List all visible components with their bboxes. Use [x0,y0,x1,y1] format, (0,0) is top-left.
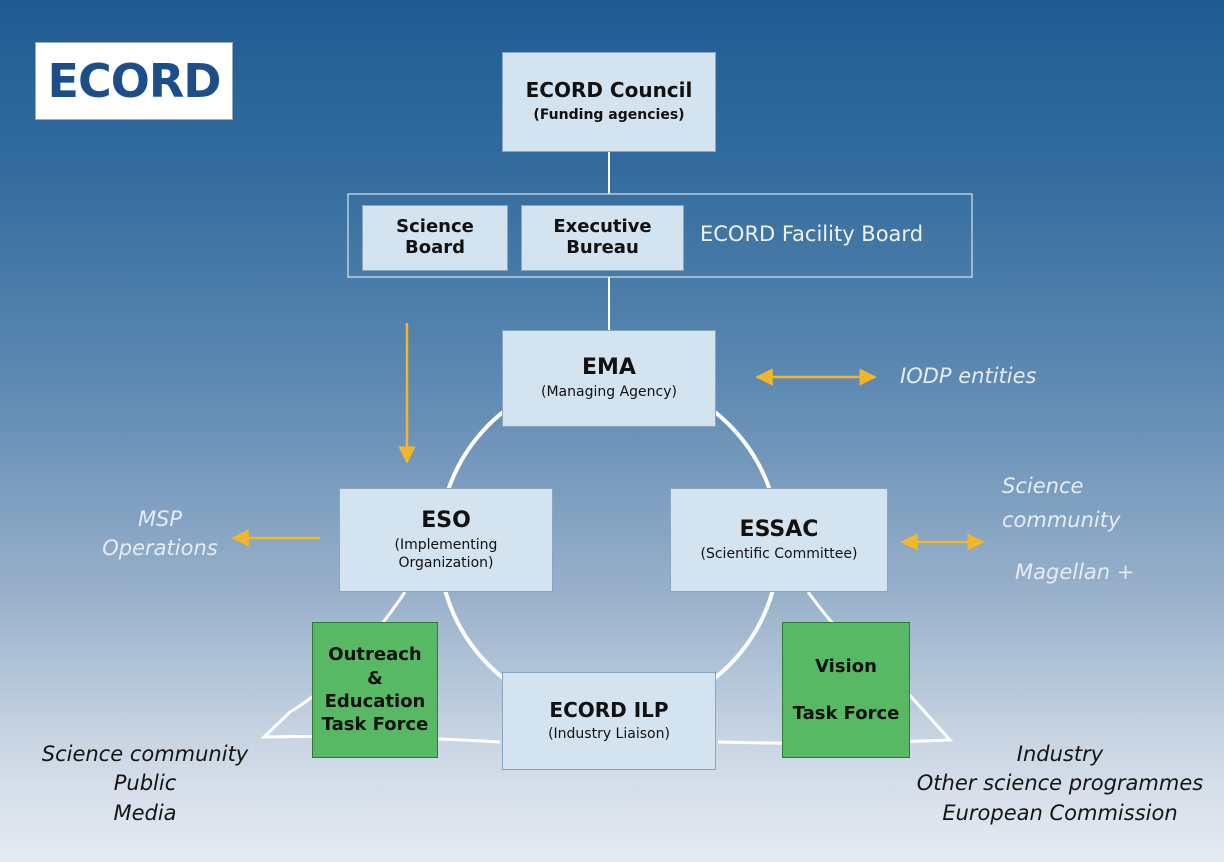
vision-task-force-box: Vision Task Force [782,622,910,758]
iodp-entities-label: IODP entities [900,364,1037,388]
science-community-label: Science community [1002,474,1121,532]
ecord-logo: ECORD [35,42,233,120]
industry-groups-label: Industry Other science programmes Europe… [916,742,1204,825]
ecord-ilp-box: ECORD ILP (Industry Liaison) [502,672,716,770]
eso-title: ESO [421,507,471,533]
science-board-box: Science Board [362,205,508,271]
ema-title: EMA [582,355,636,381]
eso-subtitle: (Implementing Organization) [394,537,498,571]
science-board-label: Science Board [396,216,474,258]
ema-subtitle: (Managing Agency) [541,384,677,401]
ecord-council-box: ECORD Council (Funding agencies) [502,52,716,152]
executive-bureau-label: Executive Bureau [553,216,652,258]
executive-bureau-box: Executive Bureau [521,205,684,271]
magellan-label: Magellan + [1015,560,1135,584]
council-title: ECORD Council [525,78,693,103]
outreach-task-force-label: Outreach & Education Task Force [321,644,429,736]
council-subtitle: (Funding agencies) [533,107,685,124]
ilp-subtitle: (Industry Liaison) [548,725,670,742]
facility-board-outline [347,193,973,278]
outreach-task-force-box: Outreach & Education Task Force [312,622,438,758]
logo-text: ECORD [47,54,222,108]
vision-task-force-label: Vision Task Force [792,655,900,724]
essac-subtitle: (Scientific Committee) [700,545,858,562]
msp-operations-label: MSP Operations [102,507,218,561]
ilp-title: ECORD ILP [549,697,669,722]
ema-box: EMA (Managing Agency) [502,330,716,427]
essac-box: ESSAC (Scientific Committee) [670,488,888,592]
facility-board-label: ECORD Facility Board [700,222,924,246]
essac-title: ESSAC [739,516,819,542]
eso-box: ESO (Implementing Organization) [339,488,553,592]
public-groups-label: Science community Public Media [41,742,249,825]
